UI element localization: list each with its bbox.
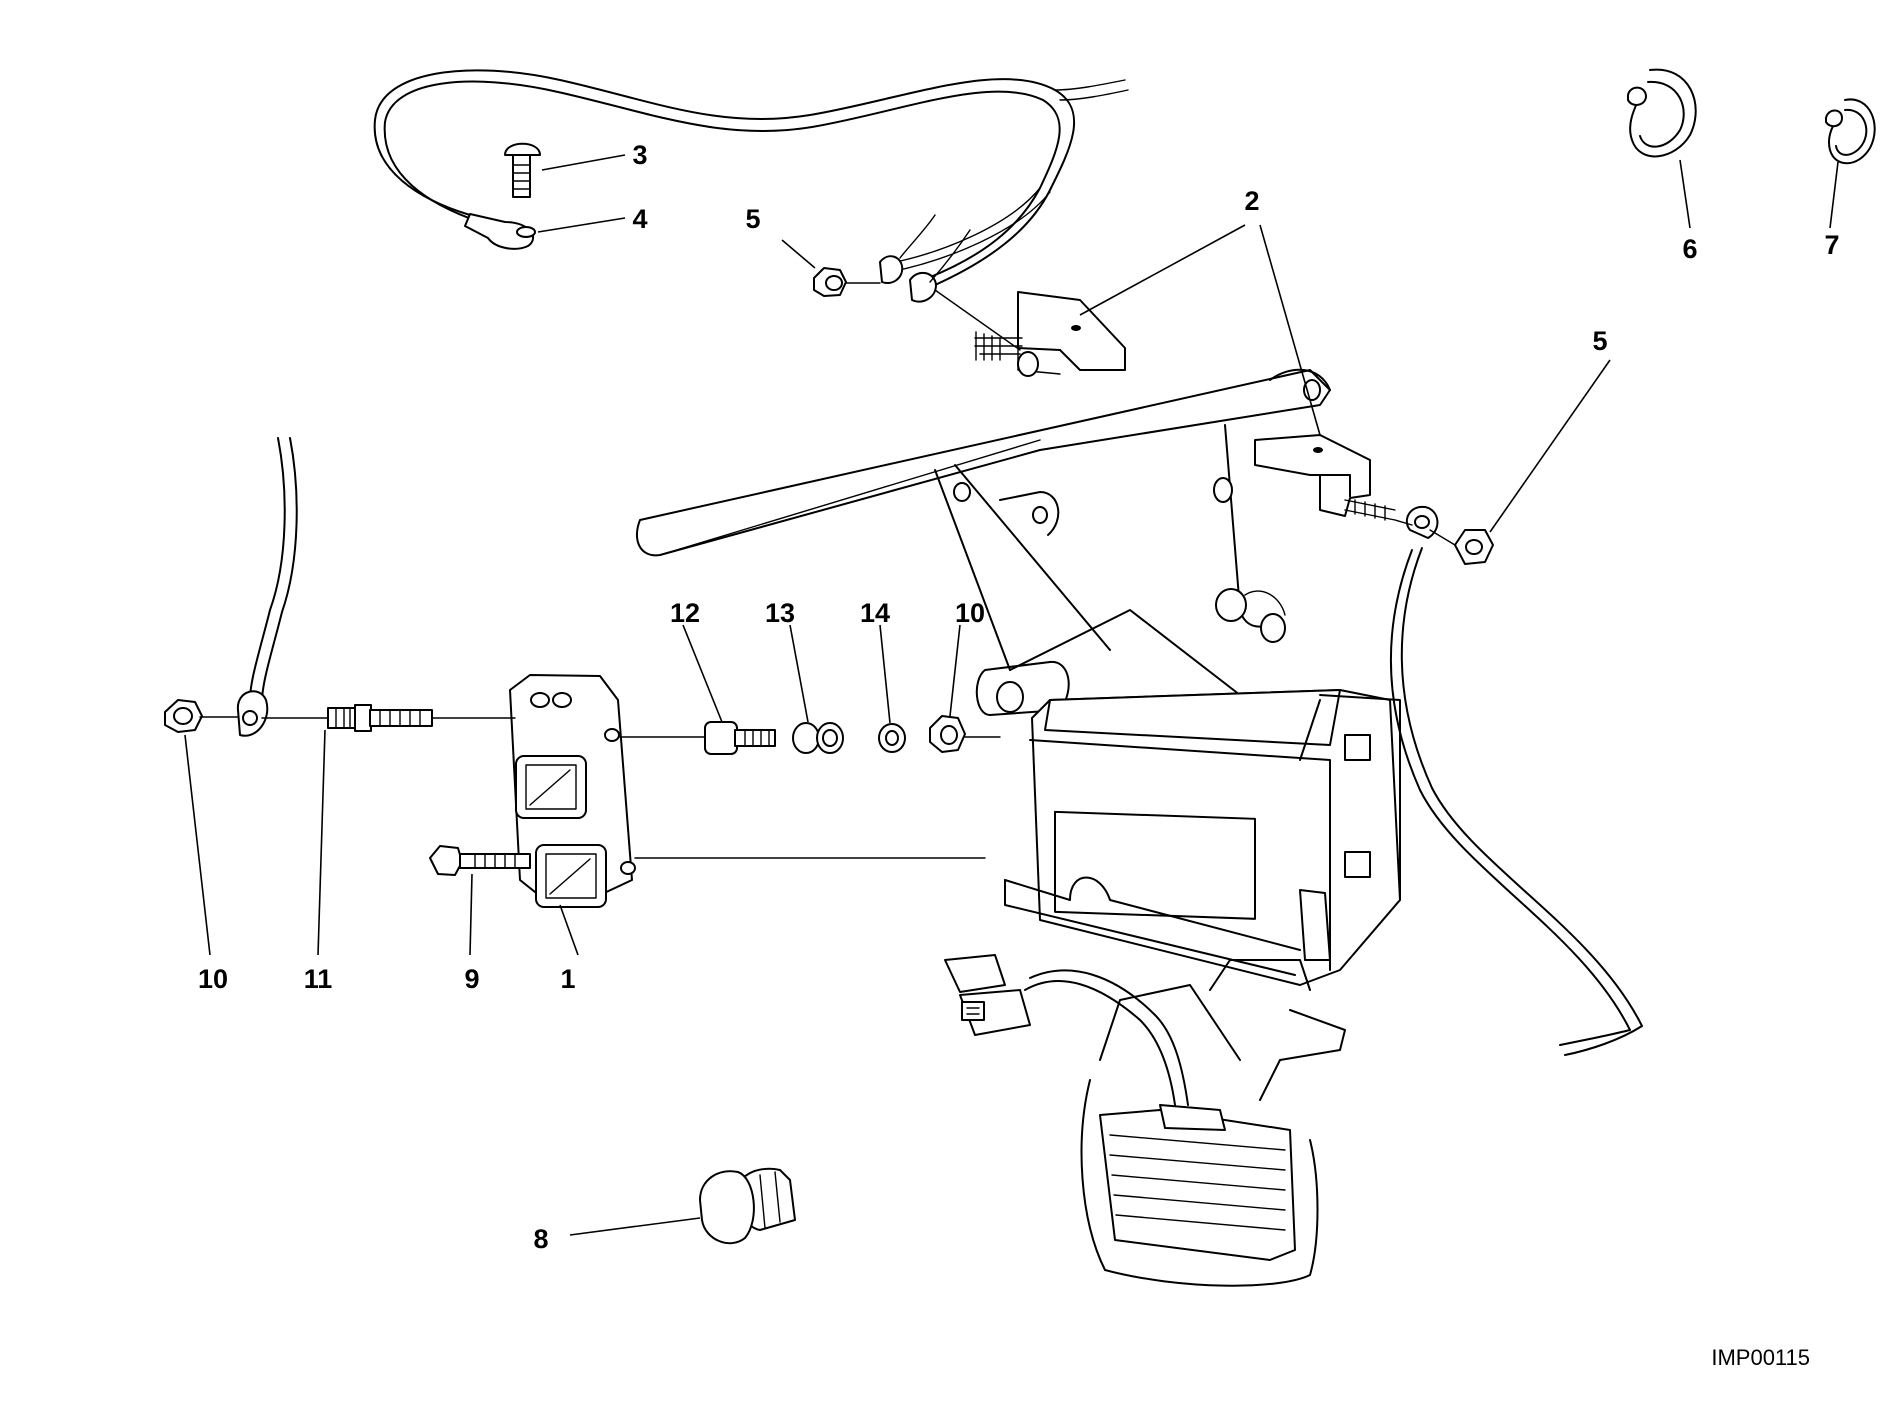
callout-10-mid: 10 — [955, 598, 985, 628]
mounting-block-1 — [509, 674, 636, 908]
washer-14 — [878, 723, 906, 753]
nut-5-right — [1454, 529, 1494, 565]
callout-10-left: 10 — [198, 964, 228, 994]
callout-6: 6 — [1682, 234, 1697, 264]
connector-plug — [944, 954, 1031, 1036]
ground-cable-top — [373, 69, 1129, 286]
spacer-12 — [704, 721, 776, 755]
callout-14: 14 — [860, 598, 890, 628]
callout-labels: 1 2 3 4 5 5 6 7 8 9 10 10 11 12 13 14 IM… — [198, 140, 1840, 1370]
callout-7: 7 — [1824, 230, 1839, 260]
callout-8: 8 — [533, 1224, 548, 1254]
callout-1: 1 — [560, 964, 575, 994]
support-frame — [635, 368, 1331, 716]
callout-12: 12 — [670, 598, 700, 628]
cable-eyelet-4 — [464, 213, 536, 250]
callout-2: 2 — [1244, 186, 1259, 216]
leader-lines — [184, 154, 1839, 1236]
cable-lug-pair — [879, 214, 971, 303]
bolt-9 — [429, 845, 531, 876]
plug-cap-8 — [699, 1167, 796, 1245]
cable-clip-7 — [1825, 98, 1876, 165]
cable-clip-6 — [1627, 68, 1697, 158]
callout-13: 13 — [765, 598, 795, 628]
grommet-13 — [792, 722, 844, 754]
bracket-2-lower — [1254, 434, 1396, 521]
left-ground-cable — [236, 437, 298, 737]
assembly-axis-lines — [199, 282, 1456, 859]
callout-3: 3 — [632, 140, 647, 170]
callout-4: 4 — [632, 204, 647, 234]
nut-10-mid — [929, 715, 966, 753]
nut-10-left — [164, 699, 203, 733]
ground-cable-lower — [1389, 505, 1643, 1056]
ecu-box — [1004, 689, 1401, 986]
bracket-2-upper — [934, 289, 1126, 377]
callout-5-right: 5 — [1592, 326, 1607, 356]
callout-11: 11 — [304, 964, 333, 994]
stud-11 — [327, 704, 433, 732]
reference-code: IMP00115 — [1711, 1345, 1810, 1370]
callout-5-upper: 5 — [745, 204, 760, 234]
voltage-regulator — [1024, 959, 1346, 1287]
callout-9: 9 — [464, 964, 479, 994]
nut-5-upper — [813, 267, 847, 297]
screw-3 — [504, 142, 541, 198]
